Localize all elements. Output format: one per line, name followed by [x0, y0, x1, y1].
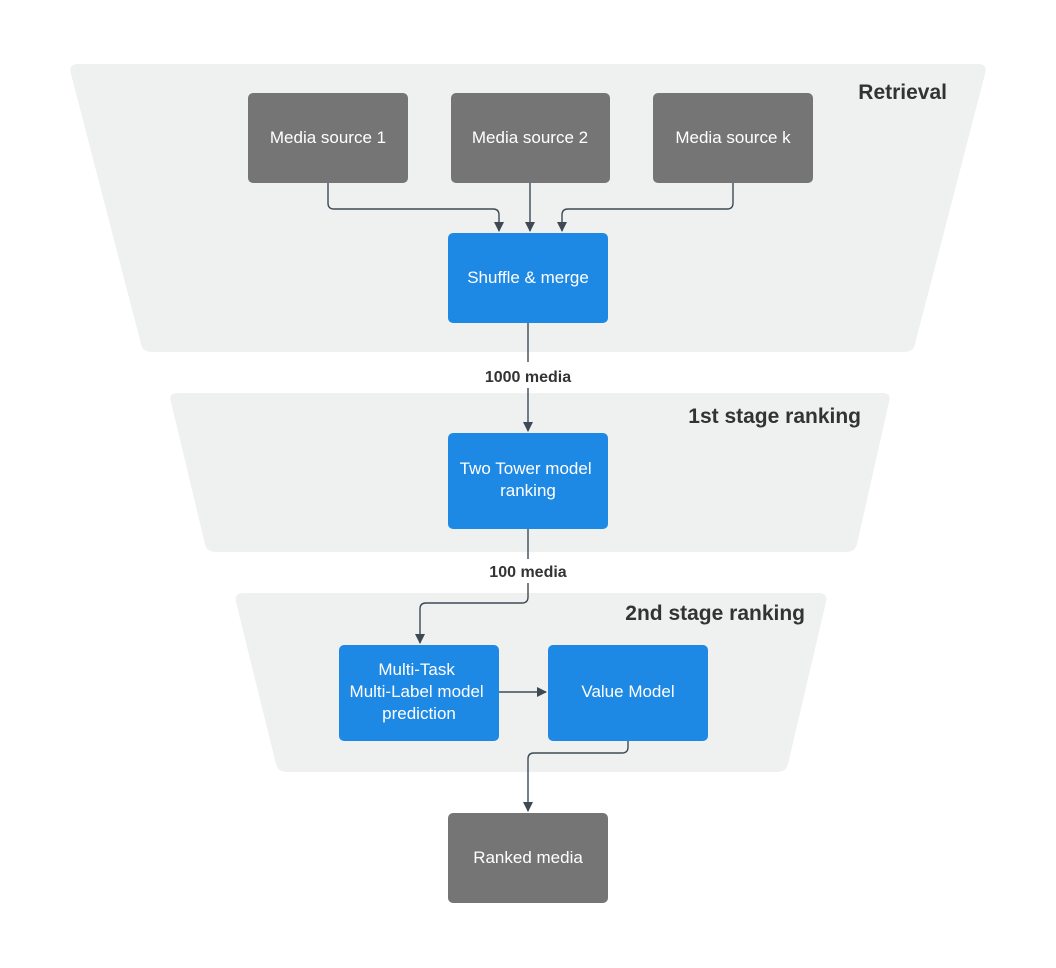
ranked-media-node: Ranked media — [448, 813, 608, 903]
shuffle-merge-label: Shuffle & merge — [467, 268, 589, 287]
two-tower-label-line-2: ranking — [500, 481, 556, 500]
shuffle-merge-node: Shuffle & merge — [448, 233, 608, 323]
two-tower-to-multi-task-connector — [420, 529, 529, 643]
multi-task-label-line-2: Multi-Label model — [350, 682, 484, 701]
source1-to-merge-connector — [327, 183, 504, 232]
media-source-1-label: Media source 1 — [270, 128, 386, 147]
retrieval-stage-title: Retrieval — [858, 81, 947, 104]
multi-task-node: Multi-Task Multi-Label model prediction — [339, 645, 499, 741]
value-model-label: Value Model — [581, 682, 674, 701]
ranked-media-label: Ranked media — [473, 848, 583, 867]
edge-label-100-media: 100 media — [489, 564, 566, 581]
multi-task-label: Multi-Task Multi-Label model prediction — [350, 660, 489, 723]
multi-task-label-line-1: Multi-Task — [378, 660, 455, 679]
two-tower-label-line-1: Two Tower model — [460, 459, 592, 478]
two-tower-label: Two Tower model ranking — [460, 459, 597, 500]
media-source-1-node: Media source 1 — [248, 93, 408, 183]
multi-task-label-line-3: prediction — [382, 704, 456, 723]
media-source-2-node: Media source 2 — [451, 93, 610, 183]
value-model-to-ranked-media-connector — [523, 741, 629, 812]
value-model-node: Value Model — [548, 645, 708, 741]
first-stage-title: 1st stage ranking — [688, 405, 861, 428]
media-source-k-label: Media source k — [675, 128, 791, 147]
media-source-k-node: Media source k — [653, 93, 813, 183]
edge-label-1000-media: 1000 media — [485, 369, 571, 386]
media-source-2-label: Media source 2 — [472, 128, 588, 147]
sourcek-to-merge-connector — [557, 183, 734, 232]
two-tower-node: Two Tower model ranking — [448, 433, 608, 529]
second-stage-title: 2nd stage ranking — [625, 602, 805, 625]
